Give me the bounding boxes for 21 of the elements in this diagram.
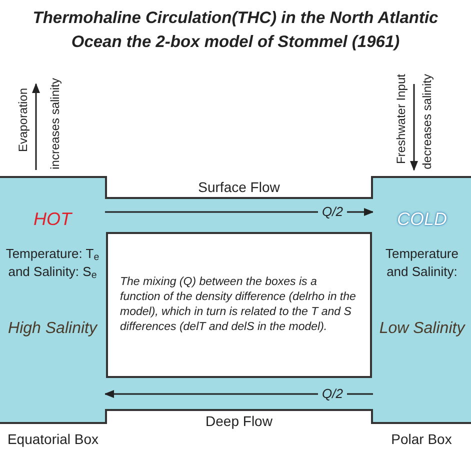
flow-arrow <box>104 390 373 398</box>
flow-arrow <box>105 208 374 216</box>
flow-label: Surface Flow <box>197 178 281 197</box>
side-label: Freshwater Input <box>393 74 409 164</box>
edge-label: Q/2 <box>318 204 347 220</box>
text-box <box>106 232 372 378</box>
flow-label: Equatorial Box <box>6 430 100 448</box>
box-heading: COLD <box>396 208 447 231</box>
description-text: The mixing (Q) between the boxes is a function of the density difference (delrho in the model), which in turn is related to the T and S differences (delT and delS in the model). <box>120 275 357 335</box>
box-heading: HOT <box>34 208 72 231</box>
side-label: increases salinity <box>47 78 63 170</box>
title: Thermohaline Circulation(THC) in the North Atlantic Ocean the 2-box model of Stommel (1961) <box>32 8 440 53</box>
side-label: decreases salinity <box>419 74 435 170</box>
flow-label: Deep Flow <box>204 412 274 431</box>
side-label: Evaporation <box>15 88 31 152</box>
flow-label: Polar Box <box>390 430 453 448</box>
box-text: Temperature and Salinity: <box>384 245 460 281</box>
edge-label: Q/2 <box>318 386 347 402</box>
salinity-text: Low Salinity <box>379 319 465 339</box>
salinity-text: High Salinity <box>8 319 97 339</box>
box-text: Temperature: T$_{e}$ and Salinity: S$_{e}$ <box>4 245 100 281</box>
